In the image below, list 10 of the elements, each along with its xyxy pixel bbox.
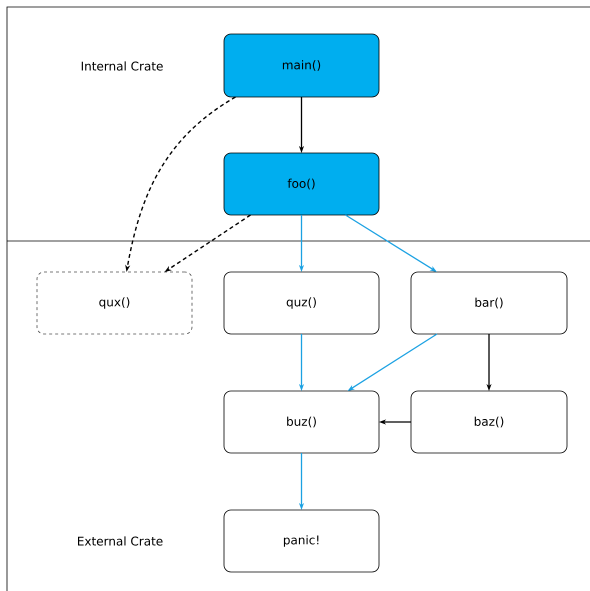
function-box: foo(): [224, 152, 380, 216]
section-label: Internal Crate: [82, 61, 163, 71]
function-box: baz(): [410, 390, 568, 454]
section-label: External Crate: [78, 536, 163, 546]
function-box: qux(): [36, 272, 192, 334]
function-box: bar(): [410, 272, 568, 334]
function-box: main(): [224, 34, 380, 98]
function-box: panic!: [224, 510, 380, 572]
function-box: buz(): [224, 390, 380, 454]
function-box: quz(): [224, 272, 380, 334]
